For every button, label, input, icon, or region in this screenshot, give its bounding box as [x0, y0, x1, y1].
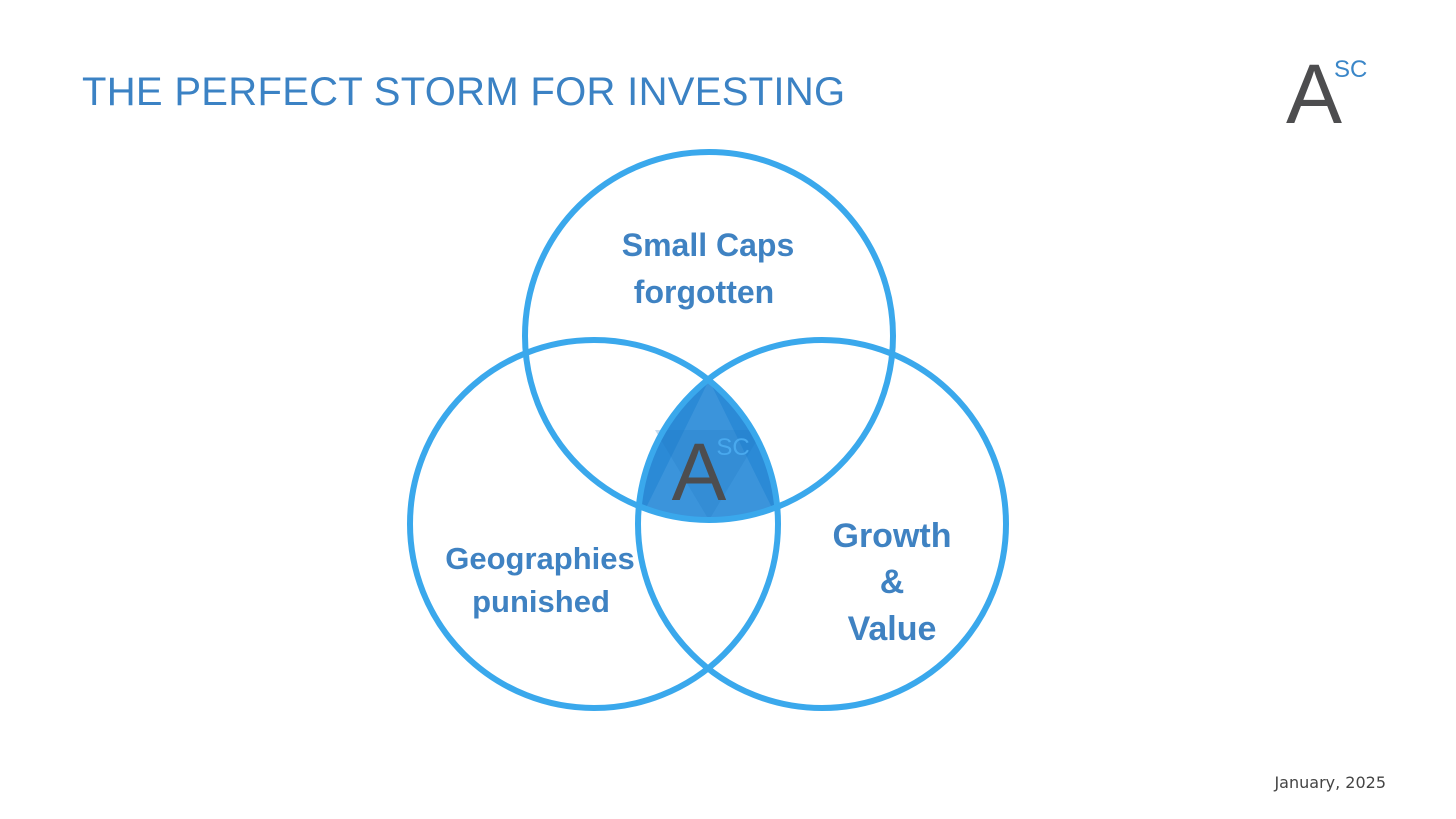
slide-title: THE PERFECT STORM FOR INVESTING: [82, 70, 846, 114]
company-logo: A SC: [1284, 52, 1374, 136]
label-growth-line3: Value: [848, 610, 937, 648]
circle-growth-value: [635, 337, 1009, 711]
center-intersection: [638, 340, 778, 520]
center-facet-dark: [655, 430, 763, 520]
label-small-caps-line1: Small Caps: [622, 227, 795, 263]
circle-small-caps: [522, 149, 896, 523]
label-small-caps-line2: forgotten: [634, 274, 774, 310]
logo-letter: A: [1286, 47, 1343, 141]
center-logo-letter: A: [672, 427, 727, 518]
center-intersection-group: [638, 340, 778, 520]
center-facet-light: [640, 380, 778, 520]
slide-date: January, 2025: [1274, 773, 1386, 792]
circle-geographies: [407, 337, 781, 711]
center-logo-superscript: SC: [716, 434, 749, 461]
label-geographies-line1: Geographies: [445, 541, 635, 576]
label-geographies-line2: punished: [472, 584, 610, 619]
label-growth-line2: &: [880, 563, 905, 601]
logo-superscript: SC: [1334, 56, 1368, 83]
label-growth-line1: Growth: [833, 517, 952, 555]
